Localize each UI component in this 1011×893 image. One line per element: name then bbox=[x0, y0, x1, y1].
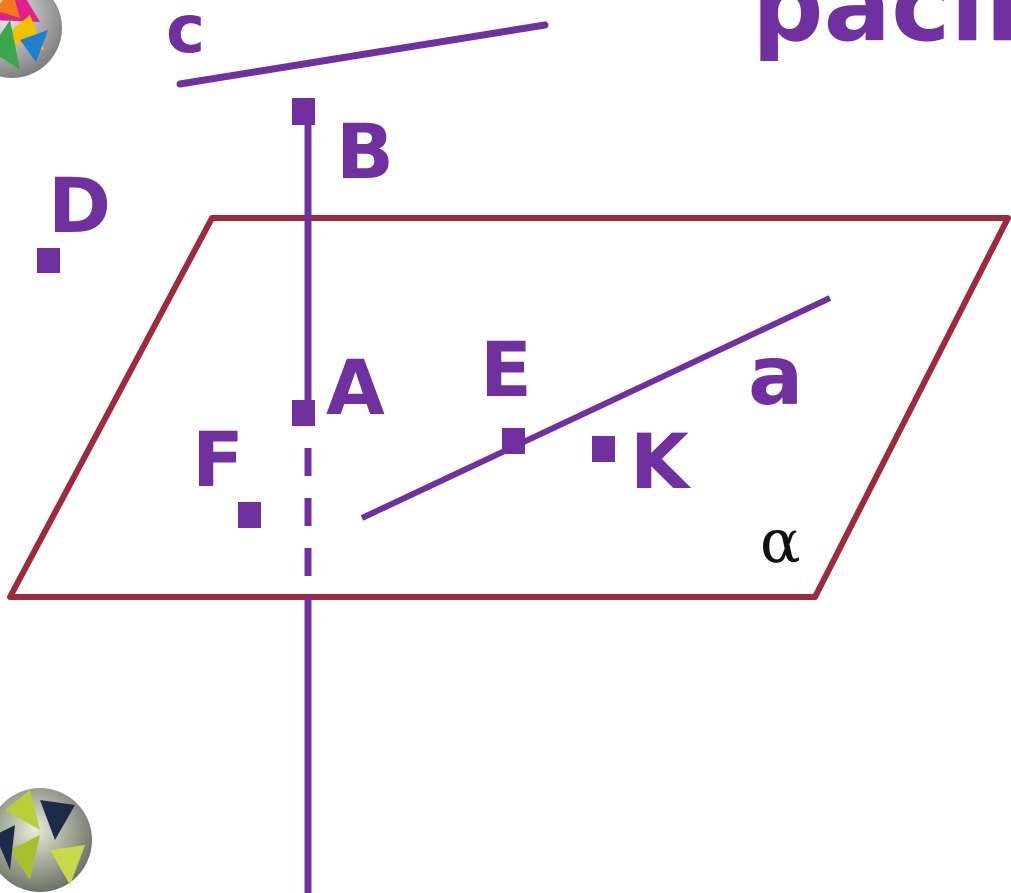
label-point-B: B bbox=[336, 107, 394, 196]
point-A-marker bbox=[292, 400, 315, 426]
label-point-E: E bbox=[480, 325, 532, 414]
line-c bbox=[176, 21, 549, 88]
point-E-marker bbox=[502, 428, 525, 454]
line-a bbox=[360, 295, 832, 521]
label-point-A: A bbox=[326, 343, 385, 432]
title-fragment: расп bbox=[752, 0, 1011, 64]
point-B-marker bbox=[292, 98, 315, 125]
point-D-marker bbox=[37, 248, 60, 273]
origami-ball-top-icon bbox=[0, 0, 62, 78]
label-point-K: K bbox=[630, 417, 692, 506]
label-point-F: F bbox=[192, 415, 244, 504]
point-K-marker bbox=[592, 436, 615, 462]
label-line-c: c bbox=[166, 0, 205, 68]
plane-alpha-outline bbox=[7, 215, 1011, 600]
label-plane-alpha: α bbox=[760, 507, 801, 577]
origami-ball-bottom-icon bbox=[0, 788, 92, 892]
point-F-marker bbox=[238, 502, 261, 528]
label-line-a: a bbox=[748, 329, 803, 424]
label-point-D: D bbox=[48, 161, 111, 250]
